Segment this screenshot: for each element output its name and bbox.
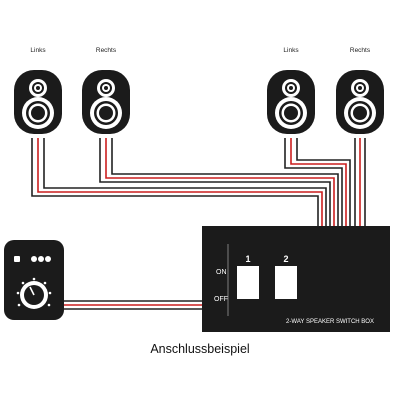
speaker-left-pair-rechts bbox=[82, 70, 130, 134]
wire-speaker2-red bbox=[105, 138, 335, 226]
speaker-label-links-1: Links bbox=[30, 47, 46, 54]
switch-button-2[interactable] bbox=[275, 266, 297, 299]
wire-speaker3-black-2 bbox=[296, 138, 351, 226]
switch-channel-2-label: 2 bbox=[283, 254, 288, 264]
speaker-left-pair-links bbox=[14, 70, 62, 134]
speaker-label-rechts-2: Rechts bbox=[350, 47, 371, 54]
switch-on-label: ON bbox=[216, 269, 227, 276]
wire-speaker1-black bbox=[31, 138, 319, 226]
amplifier bbox=[4, 240, 64, 320]
wire-speaker1-red bbox=[37, 138, 323, 226]
wire-speaker2-black-2 bbox=[111, 138, 339, 226]
wire-speaker3-red bbox=[290, 138, 347, 226]
switch-off-label: OFF bbox=[214, 296, 228, 303]
power-indicator-icon bbox=[14, 256, 20, 262]
speaker-right-pair-links bbox=[267, 70, 315, 134]
wire-speaker1-black-2 bbox=[43, 138, 327, 226]
speaker-label-rechts-1: Rechts bbox=[96, 47, 117, 54]
indicator-dot-icon bbox=[45, 256, 51, 262]
wire-speaker3-black bbox=[284, 138, 343, 226]
volume-knob-icon bbox=[16, 277, 52, 309]
wires bbox=[31, 138, 366, 310]
switch-box-title: 2-WAY SPEAKER SWITCH BOX bbox=[286, 319, 374, 325]
indicator-dot-icon bbox=[38, 256, 44, 262]
speaker-right-pair-rechts bbox=[336, 70, 384, 134]
diagram-caption: Anschlussbeispiel bbox=[150, 342, 250, 356]
switch-channel-1-label: 1 bbox=[245, 254, 250, 264]
indicator-dot-icon bbox=[31, 256, 37, 262]
switch-box: 1 2 ON OFF 2-WAY SPEAKER SWITCH BOX bbox=[202, 226, 390, 332]
switch-button-1[interactable] bbox=[237, 266, 259, 299]
speaker-label-links-2: Links bbox=[283, 47, 299, 54]
wire-speaker2-black bbox=[99, 138, 331, 226]
